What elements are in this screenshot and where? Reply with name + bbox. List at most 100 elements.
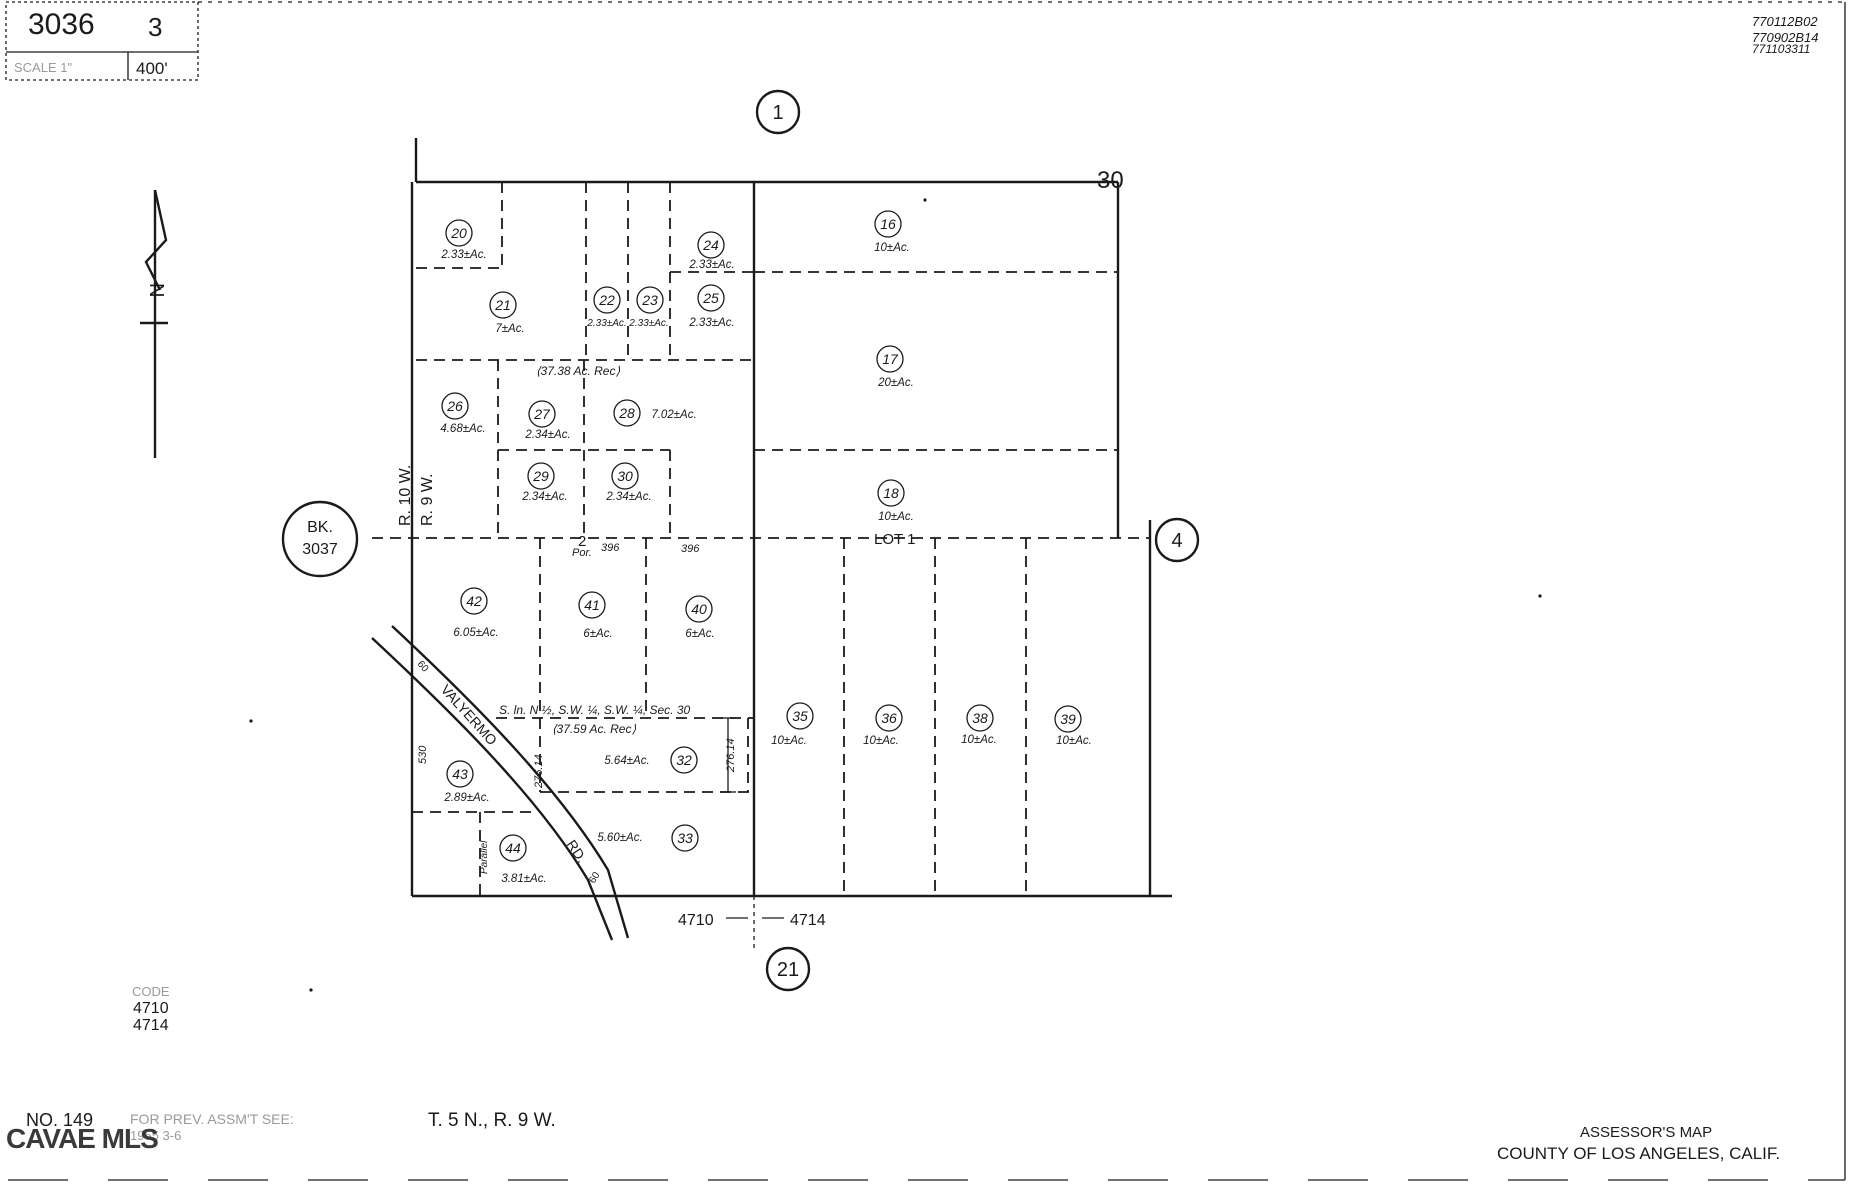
code-left: 4710 (678, 912, 714, 929)
parcel-number: 30 (617, 468, 633, 484)
parcel-number: 44 (505, 840, 521, 856)
parcel-p44: 44 3.81±Ac. (499, 834, 547, 885)
page-number: 3 (148, 12, 162, 42)
parcel-acreage: 3.81±Ac. (501, 873, 546, 885)
dim-530: 530 (417, 745, 429, 764)
parcel-p18: 18 10±Ac. (877, 479, 914, 523)
code-label: CODE (132, 984, 170, 999)
dim-276-right: 276.14 (725, 738, 737, 773)
north-arrow-icon: N (140, 189, 168, 458)
revision-1: 770112B02 (1752, 14, 1818, 29)
por-label: Por. (572, 547, 592, 559)
parcel-number: 28 (618, 405, 635, 421)
parcel-p23: 23 2.33±Ac. (628, 286, 669, 329)
parcel-number: 22 (598, 292, 615, 308)
parallel-label: Parallel (479, 840, 490, 874)
scale-label: SCALE 1" (14, 60, 72, 75)
section-number: 30 (1097, 167, 1124, 194)
book-number-west: 3037 (302, 541, 338, 558)
parcel-number: 18 (883, 485, 899, 501)
revision-3: 771103311 (1752, 42, 1810, 56)
road-name: VALYERMO (438, 681, 501, 748)
neighbor-north: 1 (755, 89, 801, 135)
parcel-acreage: 5.60±Ac. (597, 832, 642, 844)
parcel-number: 24 (702, 237, 719, 253)
parcel-number: 21 (494, 297, 511, 313)
lot-label: LOT 1 (874, 531, 915, 548)
parcel-p41: 41 6±Ac. (578, 591, 613, 640)
neighbor-east: 4 (1154, 517, 1200, 563)
annotations: ⟨37.38 Ac. Rec⟩ LOT 1 2 Por. 396 396 S. … (417, 364, 915, 929)
north-label: N (145, 283, 167, 297)
parcel-acreage: 2.33±Ac. (586, 318, 626, 329)
parcel-p32: 32 5.64±Ac. (604, 746, 698, 774)
parcel-number: 38 (972, 710, 988, 726)
parcel-p24: 24 2.33±Ac. (688, 231, 735, 271)
parcel-acreage: 10±Ac. (961, 734, 997, 746)
parcel-p22: 22 2.33±Ac. (586, 286, 627, 329)
assessor-title: ASSESSOR'S MAP (1580, 1124, 1712, 1141)
parcel-acreage: 4.68±Ac. (440, 423, 485, 435)
parcel-number: 40 (691, 601, 707, 617)
code-2: 4714 (133, 1017, 169, 1034)
parcel-number: 20 (450, 225, 467, 241)
parcel-number: 17 (882, 351, 899, 367)
parcel-p28: 28 7.02±Ac. (613, 399, 697, 427)
parcel-number: 36 (881, 710, 897, 726)
parcel-p26: 26 4.68±Ac. (440, 392, 486, 435)
legal-desc: S. ln. N ½, S.W. ¼, S.W. ¼, Sec. 30 (499, 703, 691, 717)
parcel-number: 42 (466, 593, 482, 609)
parcel-acreage: 2.34±Ac. (521, 491, 567, 503)
neighbor-south: 21 (765, 946, 811, 992)
parcel-acreage: 2.89±Ac. (443, 792, 489, 804)
parcel-acreage: 6.05±Ac. (453, 627, 498, 639)
parcel-number: 35 (792, 708, 808, 724)
parcel-acreage: 2.33±Ac. (688, 259, 734, 271)
parcel-p16: 16 10±Ac. (874, 210, 910, 254)
parcel-p21: 21 7±Ac. (489, 291, 525, 335)
parcel-p42: 42 6.05±Ac. (453, 587, 499, 639)
parcel-acreage: 7±Ac. (495, 323, 524, 335)
parcel-acreage: 10±Ac. (863, 735, 899, 747)
code-right: 4714 (790, 912, 826, 929)
header-box: 3036 3 SCALE 1" 400' (5, 1, 199, 81)
dim-276-left: 276.14 (533, 754, 545, 789)
parcel-p33: 33 5.60±Ac. (597, 824, 699, 852)
parcel-acreage: 20±Ac. (877, 377, 914, 389)
neighbor-south-number: 21 (777, 959, 799, 981)
range-left: R. 10 W. (397, 465, 414, 526)
parcel-p35: 35 10±Ac. (771, 702, 814, 747)
parcel-acreage: 2.34±Ac. (524, 429, 570, 441)
parcel-acreage: 6±Ac. (685, 628, 714, 640)
revision-stamps: 770112B02 770902B14 771103311 (1752, 14, 1819, 56)
parcel-acreage: 6±Ac. (583, 628, 612, 640)
parcel-number: 33 (677, 830, 693, 846)
neighbor-east-number: 4 (1171, 530, 1182, 552)
prev-ref: 1955 3-6 (130, 1128, 181, 1143)
neighbor-north-number: 1 (772, 102, 783, 124)
parcel-p38: 38 10±Ac. (961, 704, 997, 746)
parcel-p20: 20 2.33±Ac. (440, 219, 487, 261)
parcel-acreage: 10±Ac. (1056, 735, 1092, 747)
parcel-acreage: 2.33±Ac. (688, 317, 734, 329)
parcel-acreage: 7.02±Ac. (651, 409, 696, 421)
parcel-p43: 43 2.89±Ac. (443, 760, 490, 804)
lot-number: 2 (578, 533, 586, 550)
dim-396-b: 396 (681, 543, 700, 555)
parcel-number: 27 (533, 406, 551, 422)
dim-396-a: 396 (601, 542, 620, 554)
valyermo-road: VALYERMO RD. 60 60 (371, 625, 630, 941)
parcel-number: 25 (702, 290, 719, 306)
code-1: 4710 (133, 1000, 169, 1017)
parcel-boundaries (372, 138, 1172, 948)
parcel-acreage: 10±Ac. (878, 511, 914, 523)
revision-2: 770902B14 (1752, 30, 1819, 45)
book-label: BK. (307, 519, 333, 536)
parcel-acreage: 2.34±Ac. (605, 491, 651, 503)
county: COUNTY OF LOS ANGELES, CALIF. (1497, 1144, 1780, 1163)
footer: CODE 4710 4714 NO. 149 FOR PREV. ASSM'T … (6, 984, 1845, 1181)
parcel-number: 41 (584, 597, 600, 613)
mls-watermark: CAVAE MLS (6, 1123, 158, 1154)
township: T. 5 N., R. 9 W. (428, 1110, 556, 1131)
